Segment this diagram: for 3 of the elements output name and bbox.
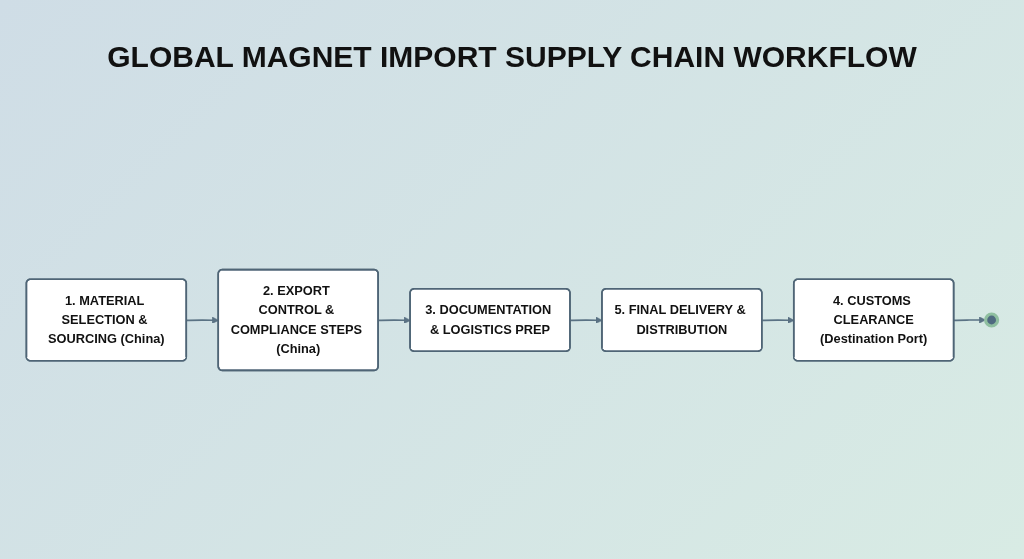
node-pin xyxy=(984,312,1000,328)
arrow xyxy=(953,316,986,324)
diagram-title: GLOBAL MAGNET IMPORT SUPPLY CHAIN WORKFLOW xyxy=(106,40,918,74)
